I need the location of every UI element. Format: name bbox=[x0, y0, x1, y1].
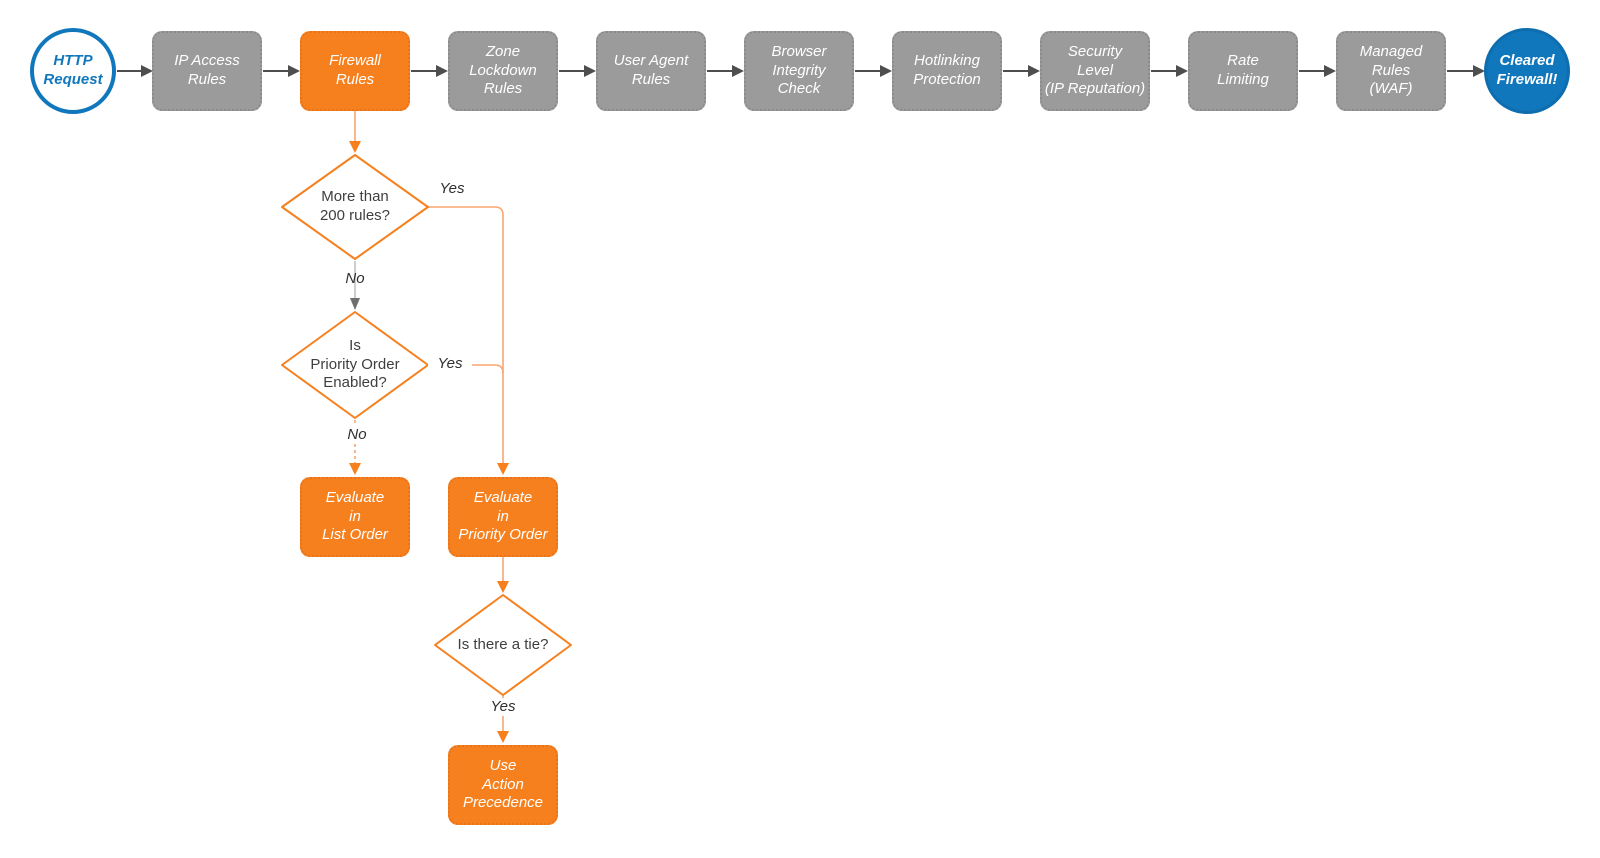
decision-tie: Is there a tie? bbox=[443, 605, 563, 685]
decision-tie-shape bbox=[434, 594, 572, 696]
stage-label: Firewall Rules bbox=[329, 52, 381, 88]
connector-managed-rules-to-cleared bbox=[1447, 65, 1485, 77]
end-node-cleared-firewall: Cleared Firewall! bbox=[1484, 28, 1570, 114]
connector-ip-access-to-firewall bbox=[263, 65, 300, 77]
edge-label-rules-count-yes: Yes bbox=[439, 180, 465, 197]
decision-label: More than 200 rules? bbox=[319, 188, 391, 224]
connector-rules-count-yes bbox=[428, 206, 504, 216]
connector-browser-integrity-to-hotlinking bbox=[855, 65, 892, 77]
process-label: Evaluate in List Order bbox=[322, 488, 388, 544]
stage-label: IP Access Rules bbox=[174, 52, 240, 88]
connector-rate-limiting-to-managed-rules bbox=[1299, 65, 1336, 77]
stage-label: Managed Rules (WAF) bbox=[1359, 42, 1423, 98]
connector-priority-order-to-tie bbox=[497, 557, 509, 593]
end-node-label: Cleared Firewall! bbox=[1496, 52, 1558, 88]
decision-priority-enabled: Is Priority Order Enabled? bbox=[292, 322, 418, 408]
edge-label-rules-count-no: No bbox=[345, 270, 365, 287]
stage-rate-limiting: Rate Limiting bbox=[1188, 31, 1298, 111]
stage-managed-rules-waf: Managed Rules (WAF) bbox=[1336, 31, 1446, 111]
connector-security-level-to-rate-limiting bbox=[1151, 65, 1188, 77]
decision-label: Is there a tie? bbox=[457, 635, 549, 653]
process-evaluate-priority-order: Evaluate in Priority Order bbox=[448, 477, 558, 557]
process-label: Evaluate in Priority Order bbox=[458, 488, 548, 544]
stage-ip-access-rules: IP Access Rules bbox=[152, 31, 262, 111]
start-node-label: HTTP Request bbox=[43, 52, 103, 88]
stage-firewall-rules: Firewall Rules bbox=[300, 31, 410, 111]
connector-rules-count-no-to-priority-enabled bbox=[350, 261, 360, 310]
stage-user-agent-rules: User Agent Rules bbox=[596, 31, 706, 111]
connector-user-agent-to-browser-integrity bbox=[707, 65, 744, 77]
connector-hotlinking-to-security-level bbox=[1003, 65, 1040, 77]
decision-label: Is Priority Order Enabled? bbox=[310, 336, 400, 392]
process-evaluate-list-order: Evaluate in List Order bbox=[300, 477, 410, 557]
start-node-http-request: HTTP Request bbox=[30, 28, 116, 114]
process-use-action-precedence: Use Action Precedence bbox=[448, 745, 558, 825]
connector-firewall-to-rules-count bbox=[349, 111, 361, 153]
connector-yes-merge-to-priority-order bbox=[497, 215, 509, 475]
connector-firewall-to-zone-lockdown bbox=[411, 65, 448, 77]
connector-zone-lockdown-to-user-agent bbox=[559, 65, 596, 77]
stage-browser-integrity-check: Browser Integrity Check bbox=[744, 31, 854, 111]
stage-label: Browser Integrity Check bbox=[771, 42, 827, 98]
stage-label: Security Level (IP Reputation) bbox=[1044, 42, 1146, 98]
connector-http-to-ip-access bbox=[117, 65, 153, 77]
decision-rules-count: More than 200 rules? bbox=[292, 165, 418, 249]
stage-security-level: Security Level (IP Reputation) bbox=[1040, 31, 1150, 111]
stage-hotlinking-protection: Hotlinking Protection bbox=[892, 31, 1002, 111]
process-label: Use Action Precedence bbox=[462, 756, 544, 812]
decision-rules-count-shape bbox=[281, 154, 429, 260]
stage-label: Hotlinking Protection bbox=[913, 52, 981, 88]
stage-label: Rate Limiting bbox=[1217, 52, 1269, 88]
stage-label: Zone Lockdown Rules bbox=[469, 42, 537, 98]
edge-label-priority-enabled-no: No bbox=[335, 426, 379, 444]
edge-label-priority-enabled-yes: Yes bbox=[428, 355, 472, 373]
stage-zone-lockdown-rules: Zone Lockdown Rules bbox=[448, 31, 558, 111]
edge-label-tie-yes: Yes bbox=[481, 698, 525, 716]
stage-label: User Agent Rules bbox=[613, 52, 689, 88]
